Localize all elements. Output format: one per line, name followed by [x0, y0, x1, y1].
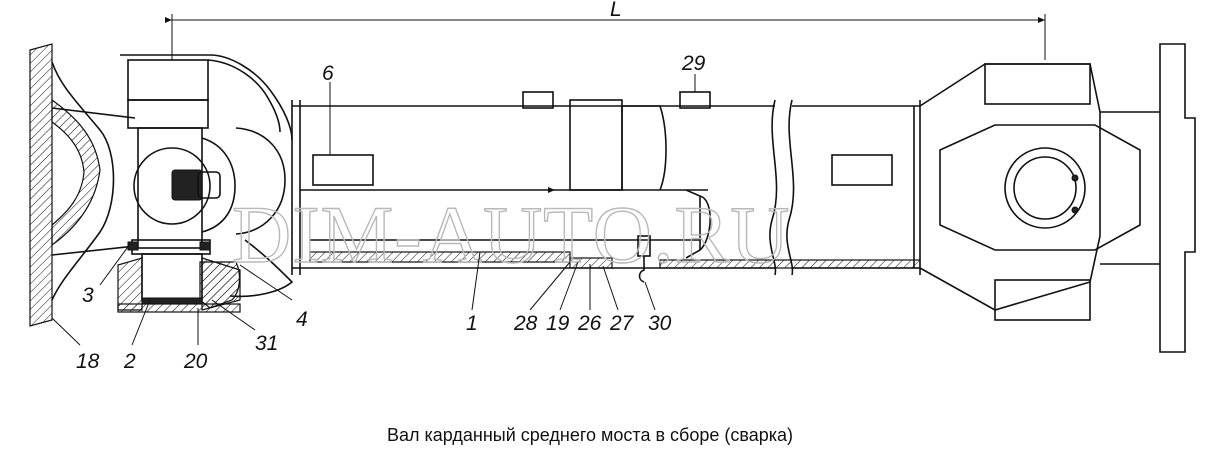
left-flange — [29, 43, 136, 327]
callout-28: 28 — [513, 312, 538, 335]
universal-joint-cross — [133, 127, 236, 249]
callout-30: 30 — [648, 312, 672, 335]
watermark: DIM-AUTO.RU — [232, 189, 790, 280]
callout-29: 29 — [681, 52, 706, 75]
callout-19: 19 — [546, 312, 570, 335]
callouts: 6 29 3 4 1 28 19 26 27 30 18 2 20 31 — [76, 52, 706, 373]
callout-31: 31 — [255, 332, 278, 355]
callout-18: 18 — [76, 350, 100, 373]
dimension-label: L — [610, 0, 622, 21]
right-yoke — [919, 43, 1196, 353]
leader-lines — [51, 74, 696, 346]
callout-20: 20 — [183, 350, 208, 373]
bearing-cup-section — [117, 239, 241, 313]
callout-2: 2 — [123, 350, 136, 373]
dimension-L: L — [165, 0, 1046, 60]
callout-26: 26 — [577, 312, 602, 335]
callout-4: 4 — [296, 308, 308, 331]
callout-3: 3 — [82, 284, 94, 307]
shaft-tube — [291, 91, 921, 283]
callout-27: 27 — [609, 312, 635, 335]
callout-1: 1 — [466, 312, 478, 335]
callout-6: 6 — [322, 62, 334, 85]
figure-caption: Вал карданный среднего моста в сборе (св… — [387, 425, 793, 445]
